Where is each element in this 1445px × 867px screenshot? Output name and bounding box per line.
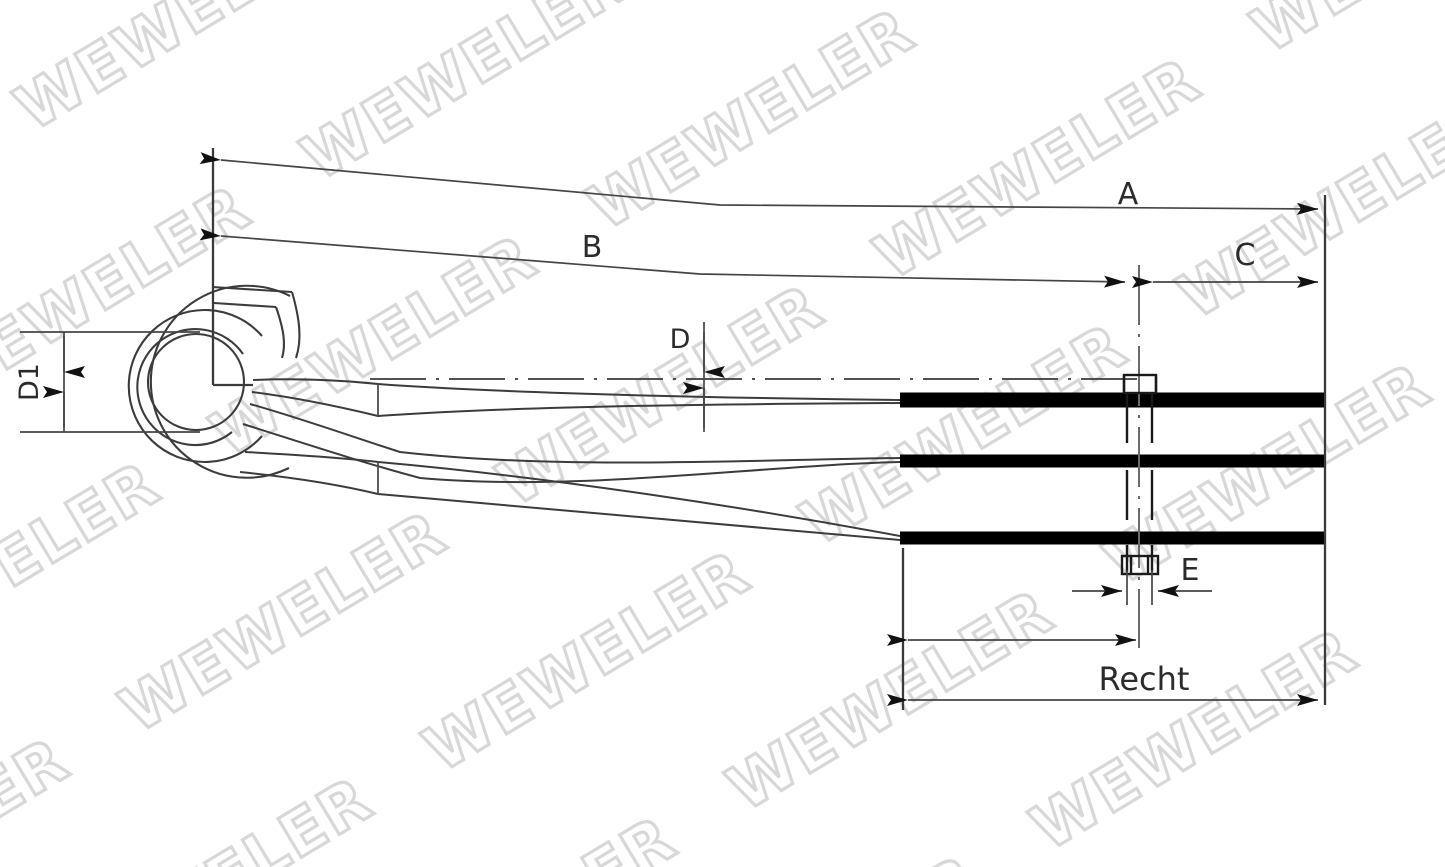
centre-bolt xyxy=(1120,265,1160,648)
main-leaf xyxy=(251,378,1325,418)
dimension-label-e: E xyxy=(1181,553,1200,588)
dimension-label-b: B xyxy=(582,230,603,265)
dimension-C: C xyxy=(1132,238,1318,288)
dimension-E: E xyxy=(1072,553,1212,605)
dimension-label-c: C xyxy=(1235,238,1256,273)
dimension-B: B xyxy=(199,228,1126,288)
dimension-label-a: A xyxy=(1118,177,1139,212)
bolt-head xyxy=(1122,373,1158,395)
orientation-label: Recht xyxy=(1099,660,1190,698)
dimension-label-d1: D1 xyxy=(14,363,45,401)
bottom-dimensions: Recht xyxy=(887,634,1318,706)
second-leaf xyxy=(242,403,1325,484)
dimension-D1: D1 xyxy=(14,332,85,432)
bolt-nut xyxy=(1120,554,1160,576)
dimension-A: A xyxy=(199,152,1319,215)
third-leaf xyxy=(239,451,1325,545)
dimension-D: D xyxy=(670,322,725,432)
dimension-label-d: D xyxy=(670,324,691,355)
